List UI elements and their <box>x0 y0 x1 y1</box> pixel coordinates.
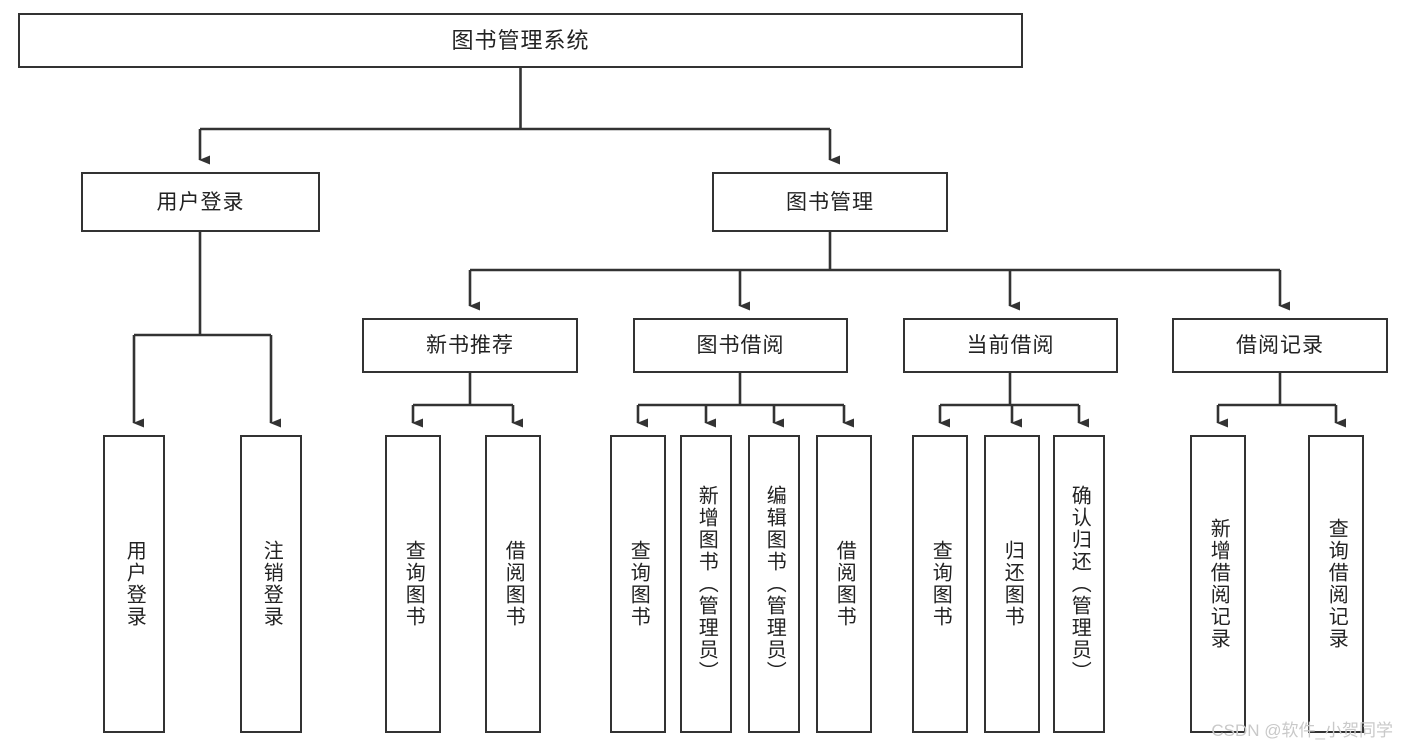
leaf-edit-book-admin[interactable]: 编辑图书（管理员） <box>748 435 800 733</box>
csdn-watermark: CSDN @软件_小贺同学 <box>1211 721 1393 740</box>
node-borrow-record[interactable]: 借阅记录 <box>1172 318 1388 373</box>
node-new-book-recommend-label: 新书推荐 <box>426 334 514 357</box>
leaf-query-book-recommend-label: 查询图书 <box>402 540 425 628</box>
node-current-borrow[interactable]: 当前借阅 <box>903 318 1118 373</box>
leaf-add-borrow-record[interactable]: 新增借阅记录 <box>1190 435 1246 733</box>
leaf-add-book-admin-label: 新增图书（管理员） <box>695 485 718 683</box>
node-book-borrow-label: 图书借阅 <box>696 334 785 357</box>
leaf-query-borrow-record[interactable]: 查询借阅记录 <box>1308 435 1364 733</box>
node-user-login-label: 用户登录 <box>156 190 245 214</box>
node-borrow-record-label: 借阅记录 <box>1236 334 1324 357</box>
node-current-borrow-label: 当前借阅 <box>966 334 1055 357</box>
node-book-manage[interactable]: 图书管理 <box>712 172 948 232</box>
leaf-user-login[interactable]: 用户登录 <box>103 435 165 733</box>
leaf-user-logout[interactable]: 注销登录 <box>240 435 302 733</box>
leaf-query-book-borrow[interactable]: 查询图书 <box>610 435 666 733</box>
leaf-add-borrow-record-label: 新增借阅记录 <box>1207 518 1230 650</box>
leaf-add-book-admin[interactable]: 新增图书（管理员） <box>680 435 732 733</box>
node-root-label: 图书管理系统 <box>451 27 590 53</box>
leaf-query-borrow-record-label: 查询借阅记录 <box>1325 518 1348 650</box>
leaf-query-book-recommend[interactable]: 查询图书 <box>385 435 441 733</box>
node-book-borrow[interactable]: 图书借阅 <box>633 318 848 373</box>
leaf-borrow-book-borrow[interactable]: 借阅图书 <box>816 435 872 733</box>
leaf-query-book-current[interactable]: 查询图书 <box>912 435 968 733</box>
leaf-user-logout-label: 注销登录 <box>260 540 283 628</box>
leaf-return-book[interactable]: 归还图书 <box>984 435 1040 733</box>
leaf-query-book-current-label: 查询图书 <box>929 540 952 628</box>
leaf-query-book-borrow-label: 查询图书 <box>627 540 650 628</box>
node-book-manage-label: 图书管理 <box>786 190 874 214</box>
node-root[interactable]: 图书管理系统 <box>18 13 1023 68</box>
leaf-confirm-return-admin[interactable]: 确认归还（管理员） <box>1053 435 1105 733</box>
node-new-book-recommend[interactable]: 新书推荐 <box>362 318 578 373</box>
leaf-edit-book-admin-label: 编辑图书（管理员） <box>763 485 786 683</box>
node-user-login[interactable]: 用户登录 <box>81 172 320 232</box>
leaf-confirm-return-admin-label: 确认归还（管理员） <box>1068 485 1091 683</box>
leaf-borrow-book-recommend-label: 借阅图书 <box>502 540 525 628</box>
leaf-return-book-label: 归还图书 <box>1001 540 1024 628</box>
leaf-borrow-book-recommend[interactable]: 借阅图书 <box>485 435 541 733</box>
leaf-user-login-label: 用户登录 <box>123 540 146 628</box>
leaf-borrow-book-borrow-label: 借阅图书 <box>833 540 856 628</box>
